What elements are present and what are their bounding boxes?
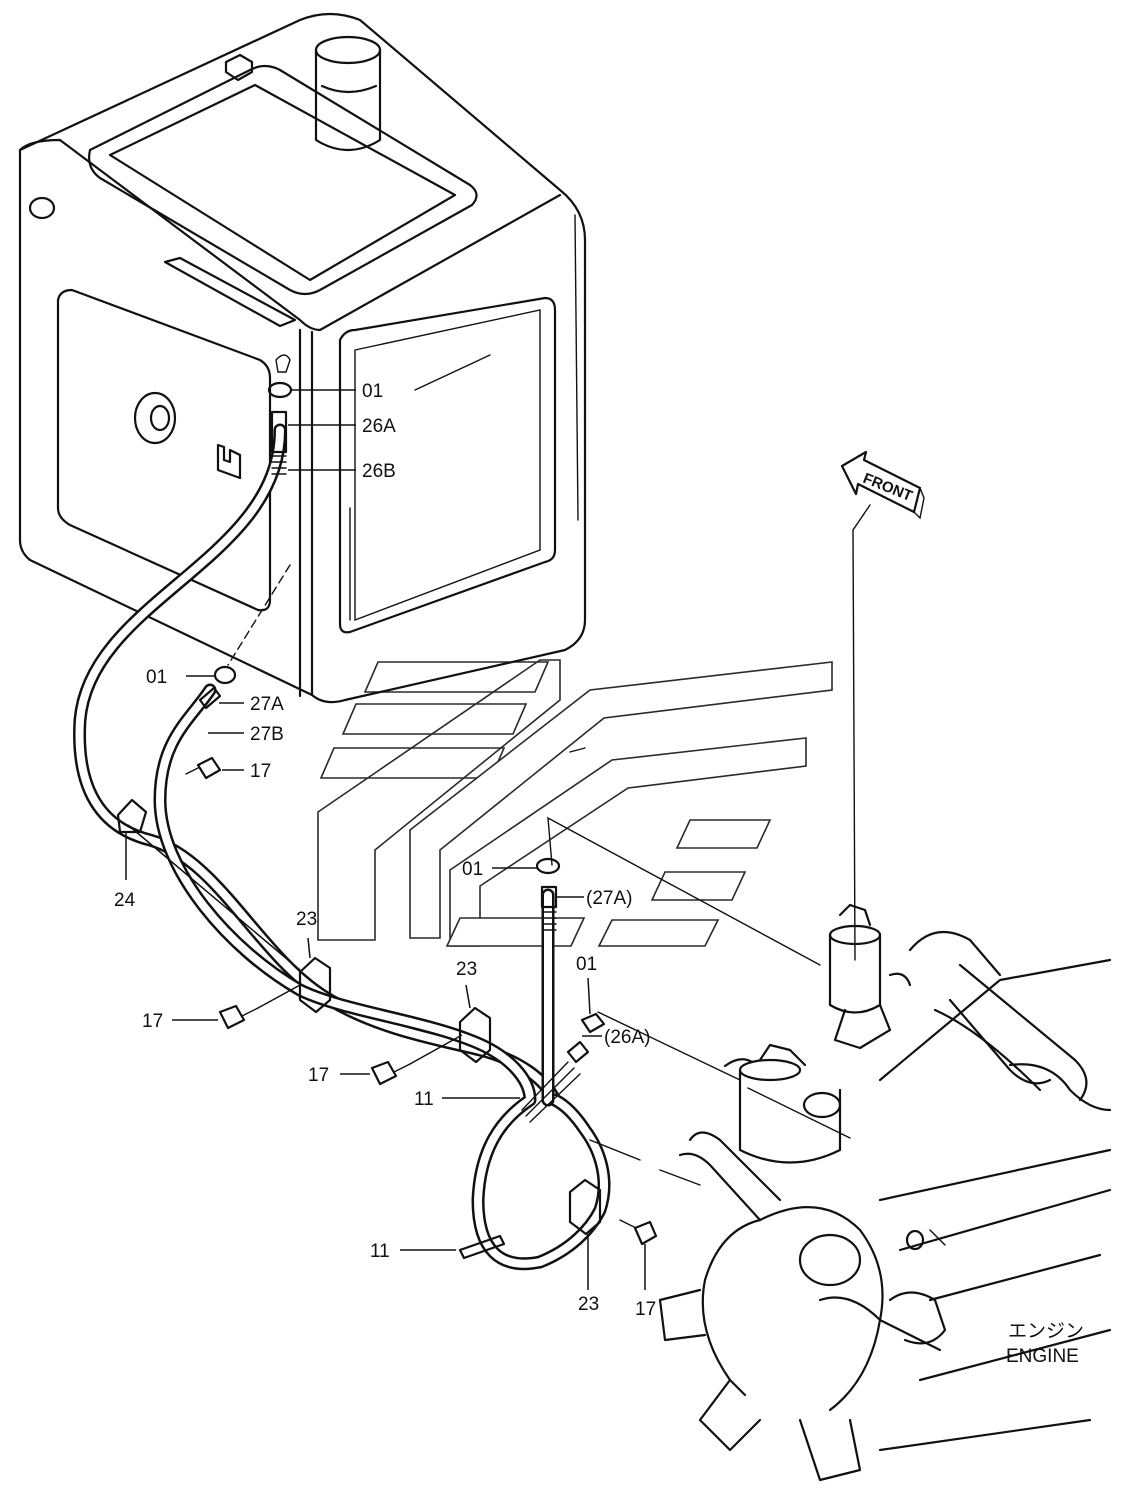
- bolt-17-a: [218, 1004, 259, 1030]
- callout-23-a: 23: [296, 909, 317, 930]
- callout-leaders: [125, 389, 646, 1290]
- fitting-26a: [270, 410, 288, 475]
- callout-17-a: 17: [142, 1011, 163, 1032]
- callout-11-upper: 11: [414, 1089, 434, 1110]
- callout-01-mid: 01: [462, 859, 483, 880]
- callout-labels: 01 26A 26B 01 27A 27B 17 24 23 17 23 17 …: [114, 381, 656, 1320]
- callout-27a: 27A: [250, 694, 284, 715]
- engine-label-jp: エンジン: [1008, 1321, 1084, 1342]
- callout-17-b: 17: [308, 1065, 329, 1086]
- bolt-17-c: [619, 1219, 658, 1246]
- engine: [589, 903, 1112, 1482]
- nut-01-left: [213, 564, 291, 685]
- callout-01-left: 01: [146, 667, 167, 688]
- callout-01-top: 01: [362, 381, 383, 402]
- bolt-17-upper: [185, 756, 222, 780]
- callout-01-right: 01: [576, 954, 597, 975]
- callout-27b: 27B: [250, 724, 284, 745]
- callout-27a-paren: (27A): [586, 888, 632, 909]
- callout-17-upper: 17: [250, 761, 271, 782]
- nut-01-top: [267, 354, 293, 399]
- clamp-23-a: [298, 956, 332, 1014]
- clip-24: [116, 798, 148, 834]
- fitting-26a-lower: [521, 1040, 590, 1123]
- callout-23-c: 23: [578, 1294, 599, 1315]
- callout-24: 24: [114, 890, 136, 911]
- fitting-27a: [198, 686, 222, 710]
- clamp-23-b: [458, 1006, 492, 1064]
- engine-label-en: ENGINE: [1006, 1346, 1079, 1367]
- nut-01-mid: [535, 857, 561, 875]
- callout-26a: 26A: [362, 416, 396, 437]
- nut-01-right: [580, 1012, 606, 1034]
- callout-23-b: 23: [456, 959, 477, 980]
- callout-26b: 26B: [362, 461, 396, 482]
- front-arrow: FRONT: [840, 450, 925, 520]
- fuel-tank: [18, 12, 587, 704]
- callout-11-lower: 11: [370, 1241, 390, 1262]
- watermark-logo: [317, 659, 833, 947]
- connection-lines: [547, 504, 871, 1139]
- clamp-23-c: [568, 1178, 602, 1236]
- callout-26a-paren: (26A): [604, 1027, 650, 1048]
- clamp-11-lower: [458, 1234, 506, 1260]
- hose-26b: [73, 423, 562, 1107]
- bolt-17-b: [370, 1060, 411, 1086]
- callout-17-c: 17: [635, 1299, 656, 1320]
